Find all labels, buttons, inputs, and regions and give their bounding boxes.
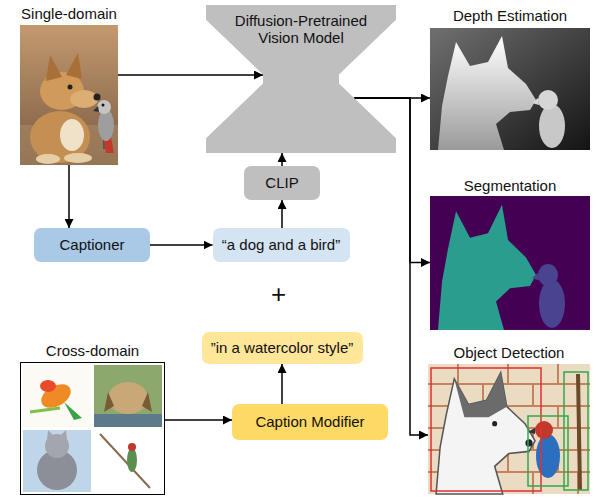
depth-map — [430, 28, 590, 150]
hummingbird-head — [128, 443, 136, 451]
dog-snout — [70, 90, 98, 108]
painted-dog — [436, 373, 535, 495]
image-panel: Cross-domain — [20, 340, 165, 495]
caption-box: “a dog and a bird” — [213, 228, 350, 262]
caption-box: ”in a watercolor style” — [202, 332, 363, 364]
parrot-head — [97, 100, 111, 114]
connector-arrow — [68, 165, 70, 228]
tile-dog — [94, 365, 162, 427]
connector-arrow — [165, 419, 232, 421]
segmentation-map — [430, 196, 590, 330]
painted-bird-head — [535, 421, 553, 439]
depth-dog — [438, 36, 536, 150]
bounding-box — [528, 416, 568, 486]
node-label: Captioner — [59, 236, 124, 254]
segmentation-bird-beak — [532, 273, 539, 281]
panel-heading: Segmentation — [464, 175, 557, 195]
dog-ear — [66, 53, 82, 79]
tile-hummingbird — [94, 430, 162, 492]
process-box: Captioner — [34, 228, 150, 262]
panel-heading: Object Detection — [454, 342, 565, 362]
connector-arrow — [281, 200, 283, 228]
depth-bird-head — [538, 90, 558, 110]
detection-image — [428, 364, 590, 494]
brick-wall — [428, 364, 590, 494]
dog-ears — [104, 392, 152, 412]
plus-sign: + — [271, 281, 286, 307]
parrot-head — [40, 380, 56, 392]
connector-arrow — [118, 74, 263, 76]
image-panel: Single-domain — [20, 3, 118, 165]
cross-domain-collage — [21, 363, 165, 495]
painted-bird-body — [536, 434, 560, 478]
panel-heading: Depth Estimation — [453, 5, 567, 25]
dog-eye — [68, 85, 73, 90]
dog-paw — [64, 153, 92, 163]
segmentation-bird-head — [538, 264, 558, 286]
dog-dark-fur — [454, 373, 507, 418]
image-panel: Segmentation — [430, 175, 590, 330]
node-label: Diffusion-Pretrained Vision Model — [226, 12, 376, 47]
model-hourglass: Diffusion-Pretrained Vision Model — [206, 5, 396, 153]
tile-cat — [23, 430, 91, 492]
branch — [30, 408, 60, 412]
process-box: Caption Modifier — [232, 404, 388, 440]
connector-arrow — [281, 153, 283, 166]
hummingbird-body — [127, 448, 137, 472]
collage-frame — [21, 363, 165, 495]
dog-eye — [492, 421, 497, 426]
photo-ground — [20, 25, 118, 165]
panel-heading: Single-domain — [21, 3, 117, 23]
image-panel: Object Detection — [428, 342, 590, 494]
parrot-body — [98, 109, 114, 141]
detection-ground — [428, 364, 590, 494]
branch — [100, 434, 150, 488]
dog-head — [108, 382, 148, 414]
dog-parrot-photo — [20, 25, 118, 165]
node-label: Caption Modifier — [255, 413, 364, 431]
bounding-box — [431, 368, 541, 491]
dog-ear — [46, 55, 62, 81]
depth-bird — [539, 104, 565, 148]
hourglass-shape — [206, 5, 396, 153]
dog-nose — [525, 439, 532, 446]
connector-arrow — [150, 244, 213, 246]
parrot-eye — [102, 104, 105, 107]
branch — [578, 374, 580, 490]
node-label: ”in a watercolor style” — [211, 339, 354, 357]
parrot-tail — [64, 402, 82, 420]
encoder-box: CLIP — [244, 166, 320, 200]
dog-nose — [94, 94, 101, 101]
dog-shape — [436, 373, 535, 495]
dog-chest — [60, 119, 84, 151]
parrot-beak — [93, 106, 99, 112]
bounding-box — [564, 372, 588, 490]
tile-floor — [94, 414, 162, 427]
node-label: CLIP — [265, 174, 298, 192]
depth-ground — [430, 28, 590, 150]
segmentation-ground — [430, 196, 590, 330]
painted-bird-beak — [528, 428, 535, 434]
connector-arrow — [281, 364, 283, 404]
node-label: “a dog and a bird” — [222, 236, 340, 254]
image-panel: Depth Estimation — [430, 5, 590, 150]
segmentation-dog — [438, 205, 536, 330]
panel-heading: Cross-domain — [46, 340, 139, 360]
dog-paw — [36, 154, 60, 164]
tile-parrot — [23, 365, 91, 427]
segmentation-bird — [539, 279, 565, 327]
depth-bird-beak — [532, 98, 539, 105]
cat-ears — [47, 430, 67, 440]
